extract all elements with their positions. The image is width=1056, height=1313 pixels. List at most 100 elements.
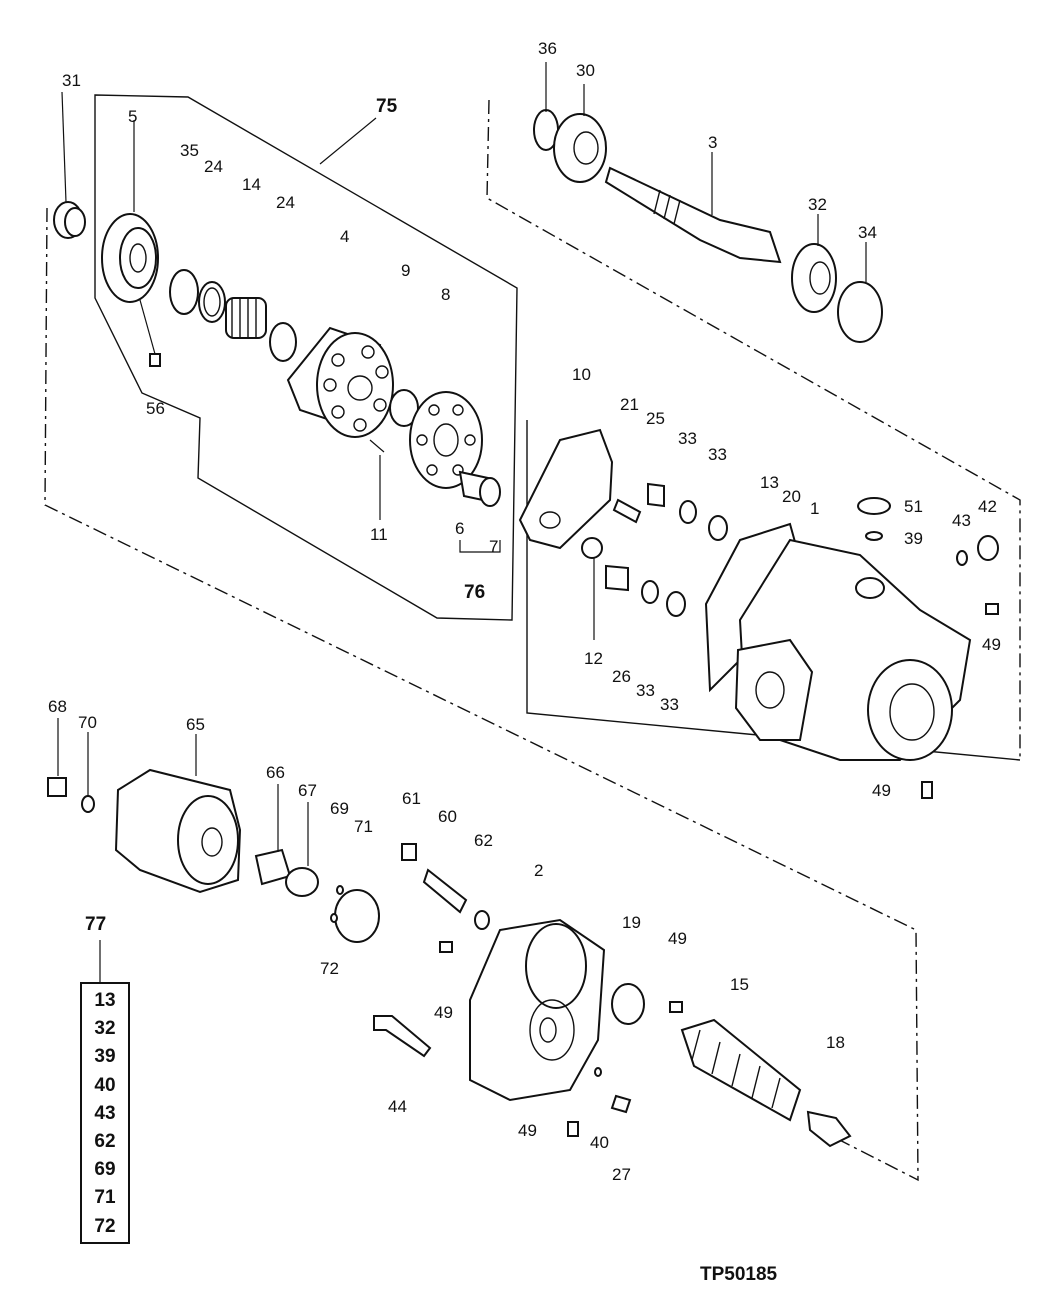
- part-27-pin: [610, 1094, 632, 1114]
- part-51-plug: [857, 497, 891, 515]
- label-13: 13: [760, 473, 779, 492]
- part-49-screw-c: [439, 941, 453, 953]
- part-5-valve-plate: [101, 213, 159, 303]
- part-42-plug: [977, 535, 999, 561]
- part-61-nut: [401, 843, 417, 861]
- shaft-group-boundary: [486, 99, 1021, 760]
- part-19-piston: [611, 983, 645, 1025]
- label-9: 9: [401, 261, 411, 280]
- part-32-bearing: [791, 243, 837, 313]
- label-75: 75: [376, 96, 398, 117]
- part-35-snap-ring: [169, 269, 199, 315]
- part-11-pin: [369, 439, 385, 453]
- part-1-pump-housing: [734, 538, 972, 761]
- label-33: 33: [636, 681, 655, 700]
- part-68-screw: [47, 777, 67, 797]
- label-12: 12: [584, 649, 603, 668]
- part-14-spring: [225, 297, 267, 339]
- part-69-o-ring: [336, 885, 344, 895]
- part-26-bushing: [605, 564, 629, 592]
- label-27: 27: [612, 1165, 631, 1184]
- part-67-bushing: [285, 867, 319, 897]
- part-3-shaft: [604, 166, 782, 264]
- label-24: 24: [204, 157, 223, 176]
- label-18: 18: [826, 1033, 845, 1052]
- part-21-pin: [612, 498, 642, 524]
- label-36: 36: [538, 39, 557, 58]
- label-7: 7: [489, 537, 499, 556]
- label-61: 61: [402, 789, 421, 808]
- label-67: 67: [298, 781, 317, 800]
- label-1: 1: [810, 499, 820, 518]
- label-68: 68: [48, 697, 67, 716]
- label-70: 70: [78, 713, 97, 732]
- label-6: 6: [455, 519, 465, 538]
- part-33-washer-c: [641, 580, 659, 604]
- label-40: 40: [590, 1133, 609, 1152]
- part-31-bearing: [53, 201, 86, 239]
- label-72: 72: [320, 959, 339, 978]
- label-60: 60: [438, 807, 457, 826]
- kit-item: 69: [94, 1159, 116, 1181]
- part-49-screw-e: [567, 1121, 579, 1137]
- part-49-screw-a: [985, 603, 999, 615]
- label-10: 10: [572, 365, 591, 384]
- part-49-screw-d: [669, 1001, 683, 1013]
- label-4: 4: [340, 227, 350, 246]
- label-33: 33: [660, 695, 679, 714]
- label-49: 49: [982, 635, 1001, 654]
- part-2-port-block: [469, 918, 606, 1102]
- label-5: 5: [128, 107, 138, 126]
- label-35: 35: [180, 141, 199, 160]
- label-43: 43: [952, 511, 971, 530]
- part-15-spring: [680, 1018, 802, 1122]
- reference-code: TP50185: [700, 1264, 778, 1285]
- part-60-screw: [422, 868, 468, 914]
- label-3: 3: [708, 133, 718, 152]
- part-72-o-ring: [330, 913, 338, 923]
- part-40-pin: [594, 1067, 602, 1077]
- label-25: 25: [646, 409, 665, 428]
- label-49: 49: [872, 781, 891, 800]
- kit-item: 71: [94, 1187, 116, 1209]
- label-62: 62: [474, 831, 493, 850]
- kit-item: 39: [94, 1046, 116, 1068]
- label-2: 2: [534, 861, 544, 880]
- group-75-outline: [94, 94, 518, 621]
- kit-item: 72: [94, 1215, 116, 1237]
- label-26: 26: [612, 667, 631, 686]
- part-4-cylinder-block: [286, 326, 394, 438]
- part-30-bearing: [553, 113, 607, 183]
- kit-77-title: 77: [85, 914, 107, 935]
- part-10-swash-plate: [518, 428, 614, 550]
- part-24-washer-b: [269, 322, 297, 362]
- label-30: 30: [576, 61, 595, 80]
- leader-75: [319, 117, 377, 165]
- part-65-gear-pump: [114, 768, 242, 894]
- label-49: 49: [518, 1121, 537, 1140]
- part-25-bushing: [647, 482, 665, 508]
- kit-item: 43: [94, 1102, 116, 1124]
- kit-item: 62: [94, 1130, 116, 1152]
- part-33-washer-a: [679, 500, 697, 524]
- part-70-washer: [81, 795, 95, 813]
- label-15: 15: [730, 975, 749, 994]
- label-21: 21: [620, 395, 639, 414]
- label-24: 24: [276, 193, 295, 212]
- label-56: 56: [146, 399, 165, 418]
- label-14: 14: [242, 175, 261, 194]
- label-69: 69: [330, 799, 349, 818]
- label-8: 8: [441, 285, 451, 304]
- label-71: 71: [354, 817, 373, 836]
- label-49: 49: [434, 1003, 453, 1022]
- kit-item: 13: [94, 990, 116, 1011]
- part-33-washer-b: [708, 515, 728, 541]
- label-51: 51: [904, 497, 923, 516]
- label-66: 66: [266, 763, 285, 782]
- label-19: 19: [622, 913, 641, 932]
- label-44: 44: [388, 1097, 407, 1116]
- label-33: 33: [678, 429, 697, 448]
- label-39: 39: [904, 529, 923, 548]
